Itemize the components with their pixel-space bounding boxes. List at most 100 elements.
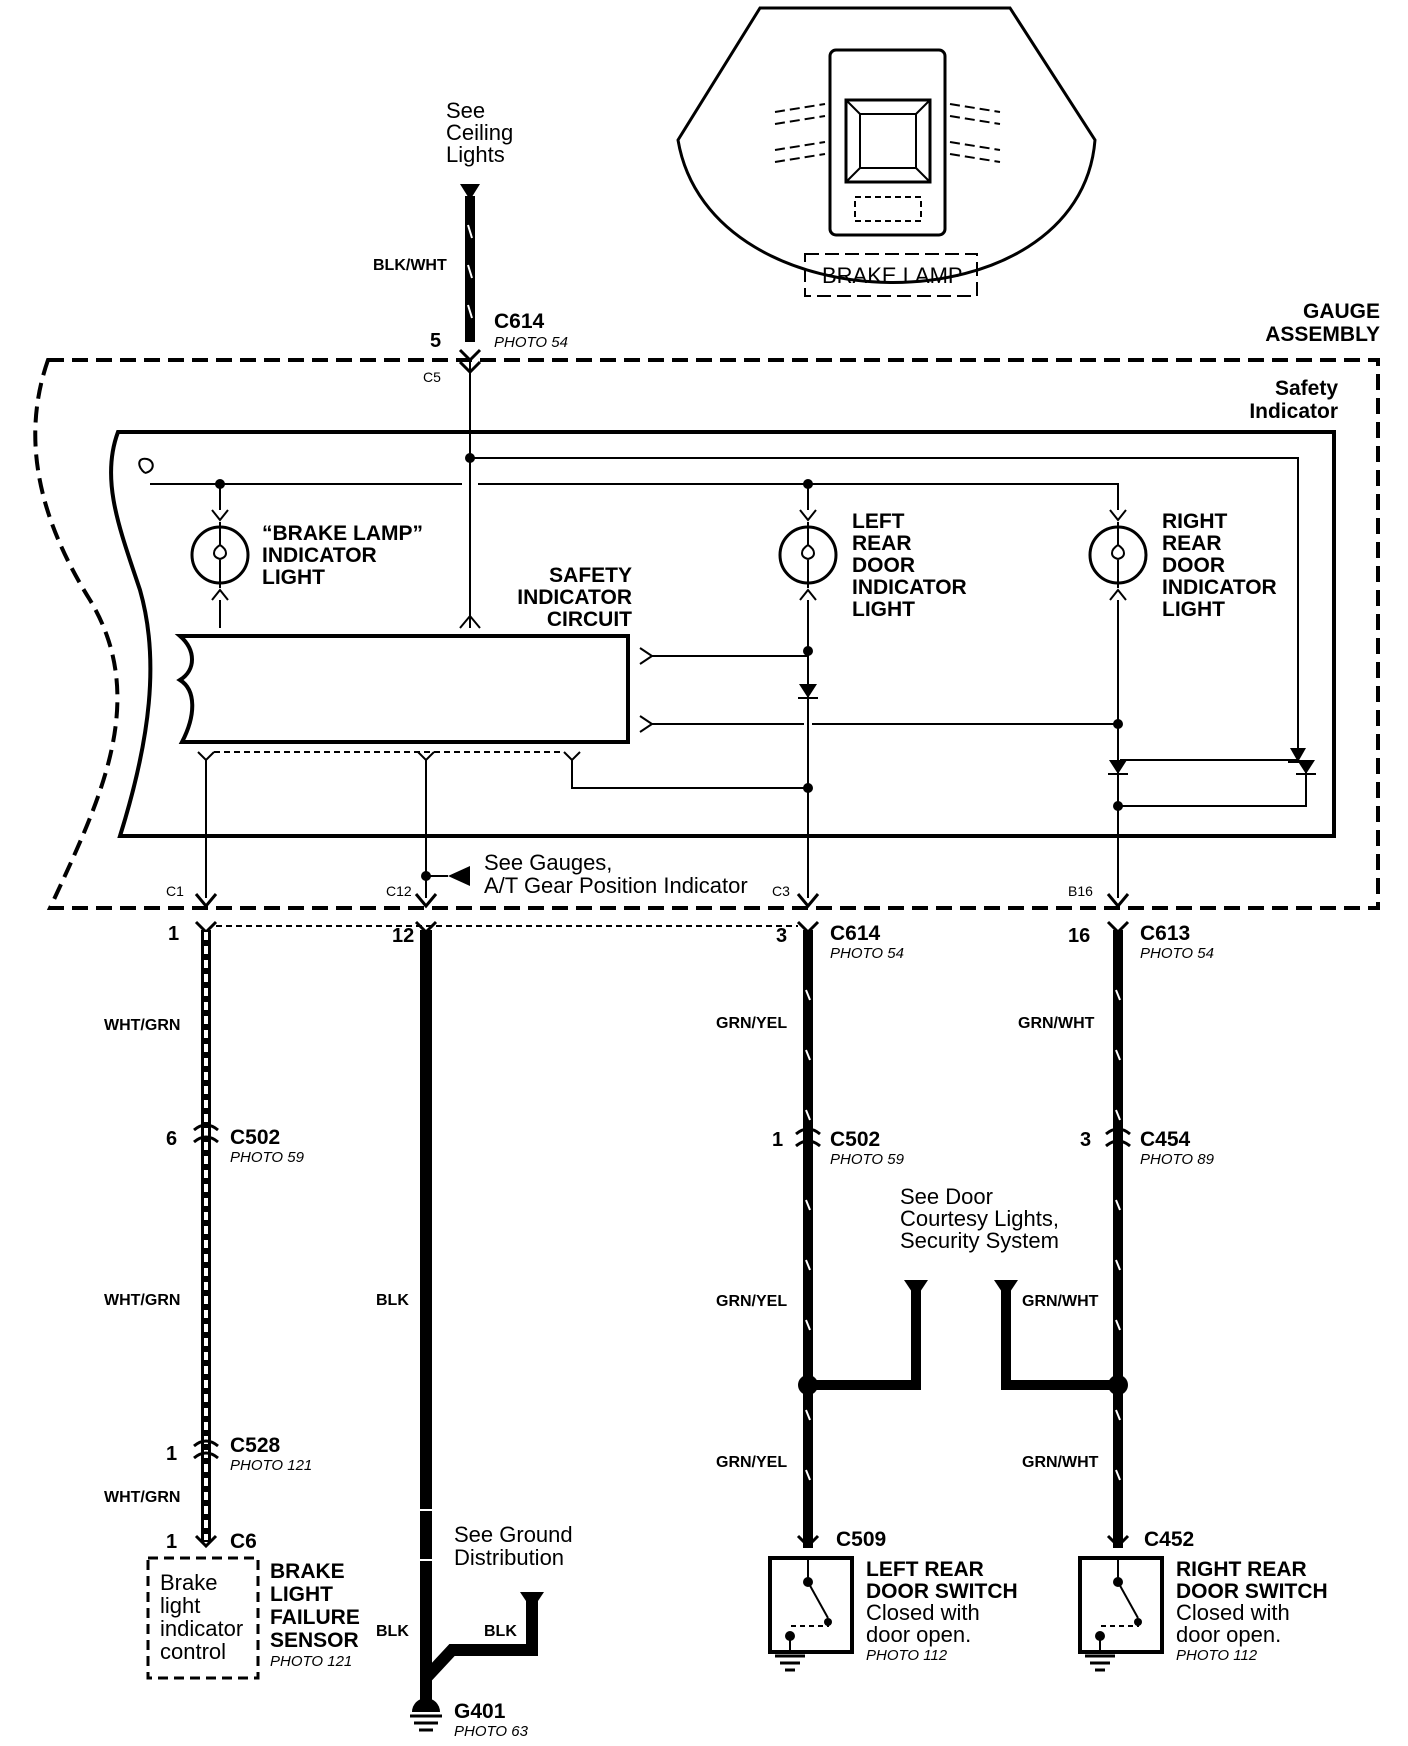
c614-low-photo: PHOTO 54 xyxy=(830,945,904,962)
see-door-courtesy-2: Courtesy Lights, xyxy=(900,1206,1059,1231)
c454-pin: 3 xyxy=(1080,1129,1091,1151)
left-rear-indicator-label-5: LIGHT xyxy=(852,598,915,621)
wire-wht-grn-3: WHT/GRN xyxy=(104,1489,180,1506)
c528: C528 xyxy=(230,1434,281,1457)
gauge-assembly-boundary xyxy=(33,358,1380,910)
see-gauges: See Gauges, xyxy=(484,850,612,875)
see-gauges-2: A/T Gear Position Indicator xyxy=(484,873,748,898)
wire-grn-yel-3: GRN/YEL xyxy=(716,1454,787,1471)
brake-lamp-label-box xyxy=(804,253,978,297)
c452: C452 xyxy=(1144,1528,1194,1551)
right-rear-indicator-label-2: REAR xyxy=(1162,532,1222,555)
wire-blk-2: BLK xyxy=(376,1623,409,1640)
wire-grn-wht-3: GRN/WHT xyxy=(1022,1454,1099,1471)
right-rear-door-switch: RIGHT REAR xyxy=(1176,1558,1307,1581)
right-switch-2: DOOR SWITCH xyxy=(1176,1580,1328,1603)
wire-wht-grn-1: WHT/GRN xyxy=(104,1017,180,1034)
c528-photo: PHOTO 121 xyxy=(230,1457,312,1474)
circuit-label-3: CIRCUIT xyxy=(547,608,632,631)
g401-photo: PHOTO 63 xyxy=(454,1723,529,1740)
gauge-assembly-title-2: ASSEMBLY xyxy=(1265,323,1380,346)
right-rear-bulb-icon xyxy=(1088,509,1148,601)
right-rear-indicator-label-4: INDICATOR xyxy=(1162,576,1277,599)
c614-top: C614 xyxy=(494,310,545,333)
left-switch-photo: PHOTO 112 xyxy=(866,1647,948,1664)
wire-wht-grn-2: WHT/GRN xyxy=(104,1292,180,1309)
c528-pin: 1 xyxy=(166,1443,177,1465)
pin-c3: C3 xyxy=(772,883,790,899)
left-rear-indicator-label-4: INDICATOR xyxy=(852,576,967,599)
wire-grn-wht-2: GRN/WHT xyxy=(1022,1293,1099,1310)
pin-c1: C1 xyxy=(166,883,184,899)
see-ceiling-lights-2: Ceiling xyxy=(446,120,513,145)
pin-c12: C12 xyxy=(386,883,412,899)
sensor-box-1: Brake xyxy=(160,1570,217,1595)
right-switch-photo: PHOTO 112 xyxy=(1176,1647,1258,1664)
c502-left-photo: PHOTO 59 xyxy=(230,1149,305,1166)
right-switch-4: door open. xyxy=(1176,1622,1281,1647)
c613: C613 xyxy=(1140,922,1190,945)
pin-b16: B16 xyxy=(1068,883,1093,899)
circuit-label: SAFETY xyxy=(549,564,632,587)
sensor-name-3: FAILURE xyxy=(270,1606,360,1629)
safety-indicator-circuit-box xyxy=(174,634,630,744)
left-rear-bulb-icon xyxy=(778,509,838,601)
left-rear-indicator-label-3: DOOR xyxy=(852,554,915,577)
sensor-name-2: LIGHT xyxy=(270,1583,333,1606)
sensor-box-4: control xyxy=(160,1639,226,1664)
see-ground-distribution-2: Distribution xyxy=(454,1545,564,1570)
wire-blk-3: BLK xyxy=(484,1623,517,1640)
see-door-courtesy: See Door xyxy=(900,1184,993,1209)
top-view: BRAKE LAMP xyxy=(676,6,1097,297)
c502-mid-photo: PHOTO 59 xyxy=(830,1151,905,1168)
see-ceiling-lights-3: Lights xyxy=(446,142,505,167)
left-switch-3: Closed with xyxy=(866,1600,980,1625)
right-rear-indicator-label-5: LIGHT xyxy=(1162,598,1225,621)
left-rear-indicator-label-2: REAR xyxy=(852,532,912,555)
wire-blk-1: BLK xyxy=(376,1292,409,1309)
right-rear-indicator-label: RIGHT xyxy=(1162,510,1228,533)
c613-photo: PHOTO 54 xyxy=(1140,945,1214,962)
safety-indicator-boundary xyxy=(109,430,1336,838)
wire-grn-yel-1: GRN/YEL xyxy=(716,1015,787,1032)
c614-low-pin: 3 xyxy=(776,925,787,947)
right-rear-door-switch-icon xyxy=(1078,1556,1164,1672)
brake-lamp-label: BRAKE LAMP xyxy=(822,263,963,288)
g401: G401 xyxy=(454,1700,506,1723)
wire-blk-wht: BLK/WHT xyxy=(373,257,447,274)
safety-indicator-title-2: Indicator xyxy=(1249,400,1338,423)
wire-grn-yel-2: GRN/YEL xyxy=(716,1293,787,1310)
c509: C509 xyxy=(836,1528,886,1551)
c454-photo: PHOTO 89 xyxy=(1140,1151,1215,1168)
brake-lamp-indicator-label-2: INDICATOR xyxy=(262,544,377,567)
c454: C454 xyxy=(1140,1128,1191,1151)
c502-left: C502 xyxy=(230,1126,280,1149)
brake-light-failure-sensor: BRAKE xyxy=(270,1560,345,1583)
sensor-box-3: indicator xyxy=(160,1616,243,1641)
c613-pin: 16 xyxy=(1068,925,1090,947)
see-ground-distribution: See Ground xyxy=(454,1522,573,1547)
left-switch-2: DOOR SWITCH xyxy=(866,1580,1018,1603)
brake-light-indicator-control-box xyxy=(146,1556,260,1680)
c502-mid: C502 xyxy=(830,1128,880,1151)
c502-mid-pin: 1 xyxy=(772,1129,783,1151)
left-rear-indicator-label: LEFT xyxy=(852,510,905,533)
brake-lamp-bulb-icon xyxy=(190,509,250,628)
brake-lamp-indicator-label-3: LIGHT xyxy=(262,566,325,589)
c6-pin: 1 xyxy=(166,1531,177,1553)
right-switch-3: Closed with xyxy=(1176,1600,1290,1625)
ground-icon xyxy=(410,1698,442,1732)
sensor-photo: PHOTO 121 xyxy=(270,1653,352,1670)
pin-1-top: 1 xyxy=(168,923,179,945)
sensor-box-2: light xyxy=(160,1593,200,1618)
left-rear-door-switch: LEFT REAR xyxy=(866,1558,984,1581)
pin-c5: C5 xyxy=(423,369,441,385)
brake-lamp-indicator-label: “BRAKE LAMP” xyxy=(262,522,423,545)
arrow-up-marker xyxy=(460,184,480,200)
circuit-label-2: INDICATOR xyxy=(517,586,632,609)
c614-low: C614 xyxy=(830,922,881,945)
gauge-assembly-title: GAUGE xyxy=(1303,300,1380,323)
c6: C6 xyxy=(230,1530,257,1553)
c502-left-pin: 6 xyxy=(166,1128,177,1150)
see-door-courtesy-3: Security System xyxy=(900,1228,1059,1253)
